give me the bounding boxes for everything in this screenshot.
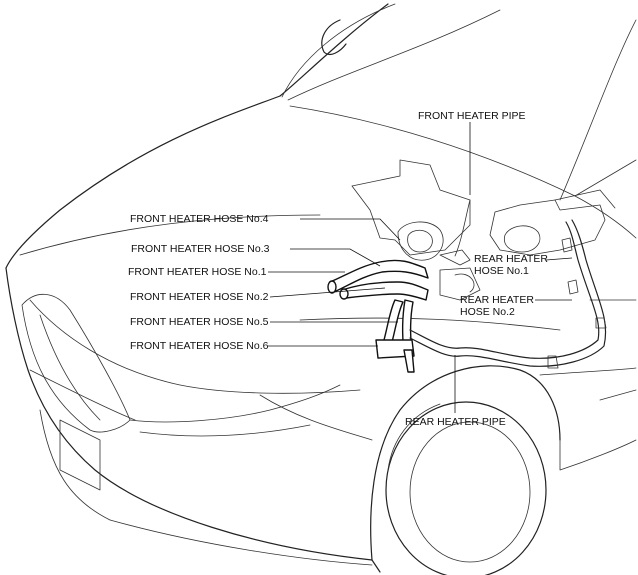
car-body-outline <box>5 3 637 575</box>
label-front-heater-hose-no1: FRONT HEATER HOSE No.1 <box>128 266 267 278</box>
rear-heater-pipe <box>409 219 607 369</box>
engine-components <box>351 159 616 301</box>
label-rear-heater-hose-no1-line2: HOSE No.1 <box>474 265 529 277</box>
leader-lines <box>268 122 573 413</box>
label-front-heater-hose-no4: FRONT HEATER HOSE No.4 <box>130 213 269 225</box>
label-rear-heater-hose-no2-line2: HOSE No.2 <box>460 306 515 318</box>
label-rear-heater-hose-no1-line1: REAR HEATER <box>474 253 548 265</box>
label-front-heater-pipe: FRONT HEATER PIPE <box>418 110 526 122</box>
label-front-heater-hose-no2: FRONT HEATER HOSE No.2 <box>130 291 269 303</box>
front-heater-hoses <box>327 199 471 373</box>
label-front-heater-hose-no6: FRONT HEATER HOSE No.6 <box>130 340 269 352</box>
label-front-heater-hose-no3: FRONT HEATER HOSE No.3 <box>131 243 270 255</box>
label-rear-heater-hose-no2-line1: REAR HEATER <box>460 294 534 306</box>
label-front-heater-hose-no5: FRONT HEATER HOSE No.5 <box>130 316 269 328</box>
label-rear-heater-pipe: REAR HEATER PIPE <box>405 416 506 428</box>
